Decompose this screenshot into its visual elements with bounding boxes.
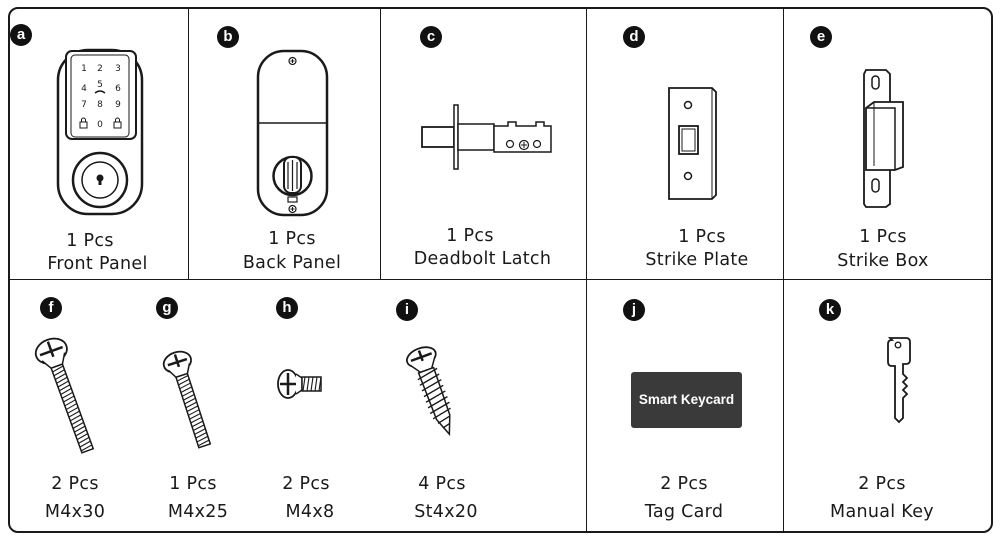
qty-strike-box: 1 Pcs	[859, 227, 907, 247]
badge-f: f	[40, 297, 62, 319]
badge-e: e	[810, 26, 832, 48]
badge-b: b	[217, 26, 239, 48]
qty-front-panel: 1 Pcs	[66, 231, 114, 251]
name-back-panel: Back Panel	[242, 253, 342, 273]
screw-top-icon	[288, 56, 297, 66]
parts-list-frame	[8, 7, 993, 533]
badge-g: g	[156, 297, 178, 319]
name-m4x25: M4x25	[167, 502, 229, 522]
key-3: 3	[115, 64, 121, 74]
badge-j: j	[623, 299, 645, 321]
key-1: 1	[81, 64, 87, 74]
key-2: 2	[97, 64, 103, 74]
key-6: 6	[115, 84, 121, 94]
back-panel-illustration	[256, 49, 329, 217]
row-divider	[8, 279, 993, 280]
strike-plate-illustration	[668, 87, 717, 200]
badge-i: i	[396, 299, 418, 321]
badge-c: c	[420, 26, 442, 48]
badge-k: k	[819, 299, 841, 321]
qty-back-panel: 1 Pcs	[268, 229, 316, 249]
name-m4x8: M4x8	[285, 502, 335, 522]
divider-ab	[188, 8, 189, 279]
qty-m4x30: 2 Pcs	[51, 474, 99, 494]
screw-m4x30-illustration	[34, 337, 95, 454]
name-tag-card: Tag Card	[644, 502, 724, 522]
key-0: 0	[97, 120, 103, 130]
manual-key-illustration	[887, 337, 911, 424]
qty-st4x20: 4 Pcs	[418, 474, 466, 494]
screw-m4x25-illustration	[162, 350, 212, 449]
badge-a: a	[10, 24, 32, 46]
lock-icon-right	[113, 117, 122, 129]
divider-bc	[380, 8, 381, 279]
name-m4x30: M4x30	[44, 502, 106, 522]
deadbolt-latch-illustration	[421, 104, 552, 170]
qty-m4x25: 1 Pcs	[169, 474, 217, 494]
key-7: 7	[81, 100, 87, 110]
qty-deadbolt-latch: 1 Pcs	[446, 226, 494, 246]
wifi-icon	[94, 90, 106, 94]
name-strike-plate: Strike Plate	[645, 250, 749, 270]
keyhole-icon	[96, 174, 104, 185]
name-manual-key: Manual Key	[830, 502, 934, 522]
name-deadbolt-latch: Deadbolt Latch	[413, 249, 552, 269]
front-panel-illustration: 1 2 3 4 5 6 7 8 9 0	[56, 48, 144, 216]
badge-d: d	[623, 26, 645, 48]
qty-tag-card: 2 Pcs	[660, 474, 708, 494]
lock-icon-left	[79, 117, 88, 129]
key-icon	[887, 337, 911, 424]
smart-keycard: Smart Keycard	[631, 372, 742, 428]
divider-de	[783, 8, 784, 533]
key-9: 9	[115, 100, 121, 110]
qty-manual-key: 2 Pcs	[858, 474, 906, 494]
qty-strike-plate: 1 Pcs	[678, 227, 726, 247]
name-st4x20: St4x20	[414, 502, 478, 522]
key-4: 4	[81, 84, 87, 94]
qty-m4x8: 2 Pcs	[282, 474, 330, 494]
screw-st4x20-illustration	[405, 346, 451, 437]
screw-m4x8-illustration	[277, 369, 322, 399]
strike-box-illustration	[863, 69, 904, 208]
key-5: 5	[97, 80, 103, 90]
name-front-panel: Front Panel	[47, 254, 148, 274]
key-8: 8	[97, 100, 103, 110]
name-strike-box: Strike Box	[837, 251, 929, 271]
divider-cd	[586, 8, 587, 533]
badge-h: h	[276, 297, 298, 319]
screw-bottom-icon	[288, 204, 297, 214]
